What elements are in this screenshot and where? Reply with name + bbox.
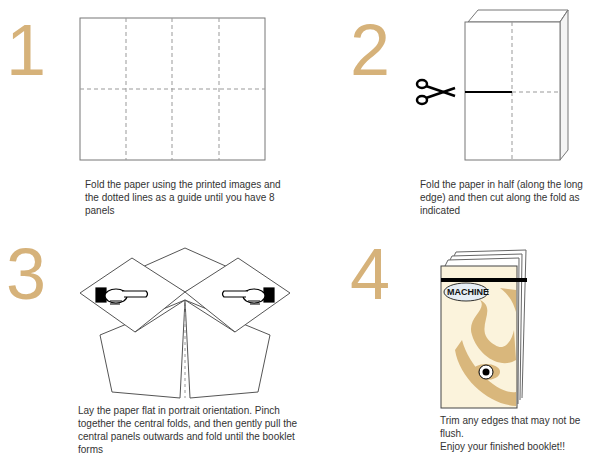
- instruction-text: Fold the paper using the printed images …: [85, 178, 290, 217]
- booklet-folding: [80, 248, 290, 398]
- flat-sheet: [80, 18, 265, 160]
- instruction-text: Fold the paper in half (along the long e…: [420, 178, 595, 217]
- step-number: 4: [350, 238, 390, 310]
- instruction-text: Enjoy your finished booklet!!: [440, 440, 595, 453]
- instruction-text: Lay the paper flat in portrait orientati…: [78, 404, 318, 456]
- instruction-text: Trim any edges that may not be flush.: [440, 414, 595, 440]
- pointing-hand: [223, 288, 275, 304]
- step-number: 2: [350, 14, 390, 86]
- pointing-hand: [96, 288, 148, 304]
- step-number: 3: [6, 238, 46, 310]
- folded-sheet: [465, 10, 568, 160]
- finished-booklet: [441, 250, 527, 408]
- cover-title: MACHINE: [447, 287, 489, 299]
- scissors-icon: [417, 80, 455, 104]
- step-number: 1: [6, 14, 46, 86]
